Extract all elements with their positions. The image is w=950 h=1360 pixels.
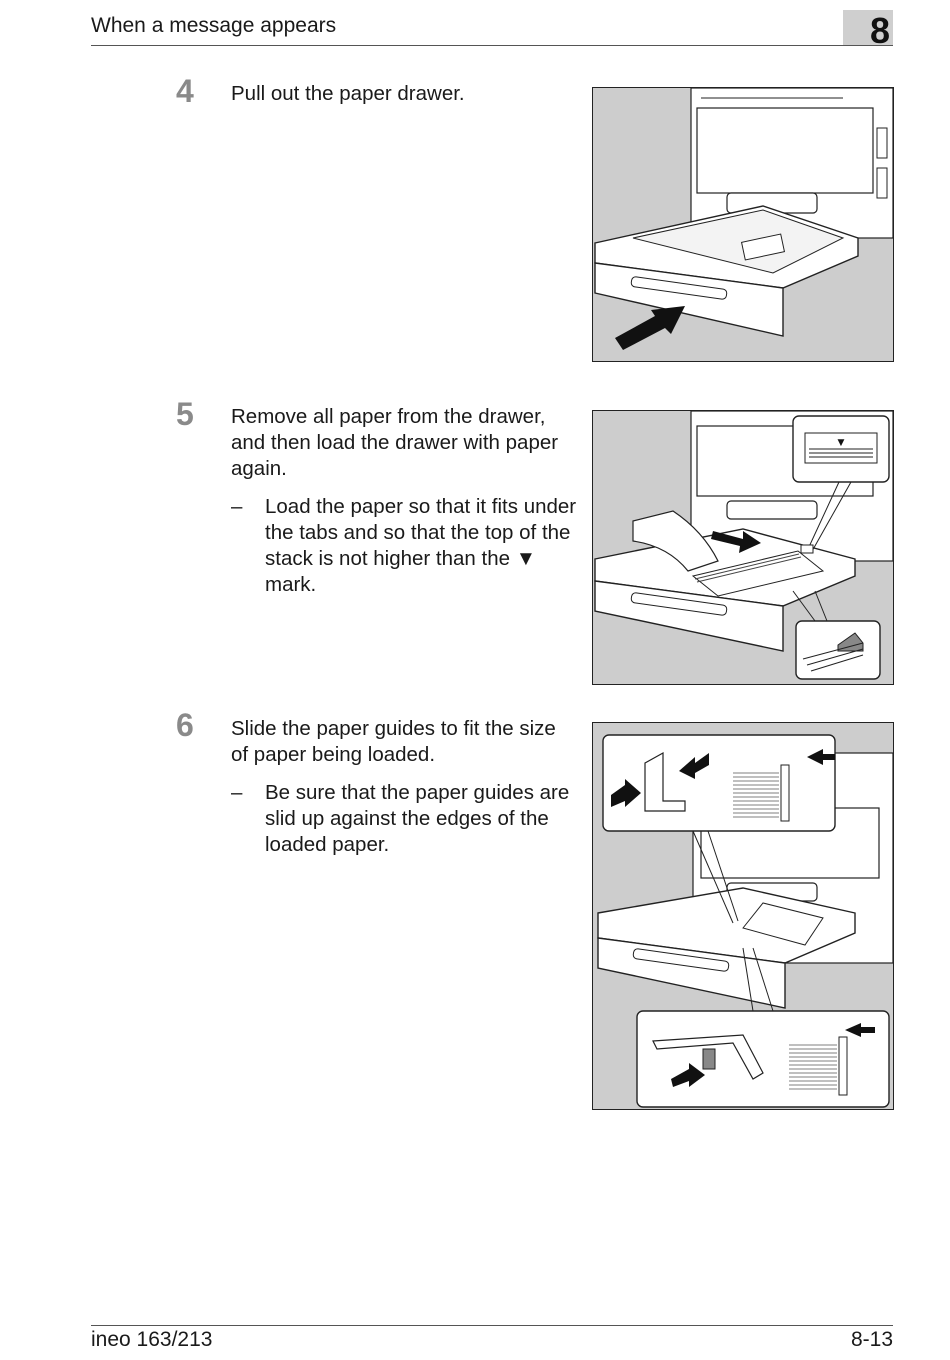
bullet-dash: – <box>231 781 243 804</box>
chapter-number: 8 <box>869 10 890 51</box>
header-divider <box>91 45 893 46</box>
step-5-note-text: Load the paper so that it fits under the… <box>265 495 577 596</box>
step-4-text: Pull out the paper drawer. <box>231 82 465 105</box>
step-6-number: 6 <box>176 707 194 743</box>
footer-page-number: 8-13 <box>850 1328 893 1351</box>
step-6-note-text: Be sure that the paper guides are slid u… <box>265 781 570 856</box>
bullet-dash: – <box>231 495 243 518</box>
running-header-title: When a message appears <box>91 14 337 37</box>
step-5-text: Remove all paper from the drawer, and th… <box>231 405 559 480</box>
footer-divider <box>91 1325 893 1326</box>
step-5-number: 5 <box>176 396 194 432</box>
chapter-tab: 8 <box>843 10 893 50</box>
paper-guides-illustration <box>592 722 894 1110</box>
pull-out-drawer-illustration <box>592 87 894 362</box>
footer-model: ineo 163/213 <box>91 1328 213 1351</box>
step-6-text: Slide the paper guides to fit the size o… <box>231 717 556 766</box>
step-4-number: 4 <box>176 73 194 109</box>
max-mark-icon: ▼ <box>838 438 845 448</box>
load-paper-illustration: ▼ <box>592 410 894 685</box>
